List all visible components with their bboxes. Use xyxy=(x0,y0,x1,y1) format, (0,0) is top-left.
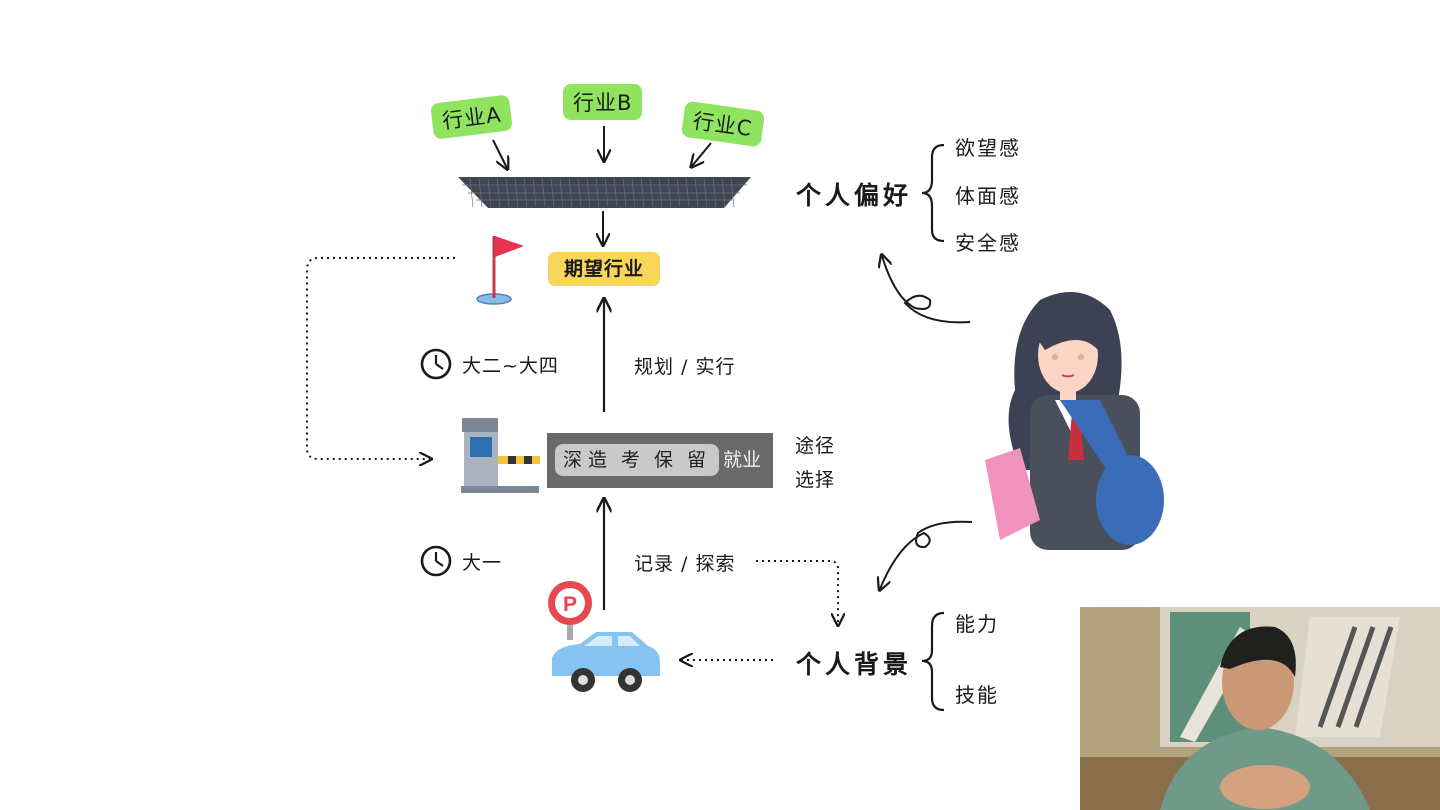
parking-sign-icon: P xyxy=(548,581,592,640)
path-choice-label-line2: 选择 xyxy=(795,469,836,491)
filter-mesh-icon xyxy=(458,177,751,208)
clock-icon xyxy=(420,545,452,577)
arrow-industry-a xyxy=(492,139,507,168)
clock-icon xyxy=(420,348,452,380)
path-options-pill: 深造考保留 xyxy=(555,444,719,476)
brace-preference xyxy=(921,143,945,243)
arrow-industry-c xyxy=(692,142,712,166)
curly-arrow-to-background xyxy=(880,520,973,589)
preference-item: 欲望感 xyxy=(955,136,1021,160)
brace-background xyxy=(921,611,945,712)
record-explore-label: 记录 / 探索 xyxy=(634,553,736,575)
path-options-bar: 深造考保留 就业 xyxy=(547,433,773,488)
path-choice-label-line1: 途径 xyxy=(795,435,836,457)
presenter-video-frame xyxy=(1080,607,1440,810)
dotted-record-to-background xyxy=(756,560,838,624)
preference-item: 安全感 xyxy=(955,231,1021,255)
curly-arrow-to-preference xyxy=(882,256,971,324)
goal-industry-tag: 期望行业 xyxy=(548,252,660,286)
background-item: 能力 xyxy=(955,612,999,636)
background-title: 个人背景 xyxy=(796,650,913,679)
path-option: 考 xyxy=(621,449,647,471)
svg-text:P: P xyxy=(563,593,577,616)
presenter-webcam-video xyxy=(1080,607,1440,810)
path-option: 保 xyxy=(654,449,680,471)
flag-icon xyxy=(476,236,524,305)
timeline-label-lower: 大一 xyxy=(462,552,503,574)
path-end-label: 就业 xyxy=(723,449,762,471)
car-icon xyxy=(552,632,660,692)
dotted-loop-flag-to-gate xyxy=(306,257,455,459)
background-item: 技能 xyxy=(955,683,999,707)
preference-item: 体面感 xyxy=(955,184,1021,208)
student-girl-illustration xyxy=(985,292,1164,550)
plan-execute-label: 规划 / 实行 xyxy=(634,356,736,378)
path-option: 留 xyxy=(687,449,713,471)
path-option: 深造 xyxy=(563,449,614,471)
toll-gate-icon xyxy=(461,418,540,493)
preference-title: 个人偏好 xyxy=(796,181,913,210)
industry-tag-b: 行业B xyxy=(563,84,643,120)
timeline-label-upper: 大二~大四 xyxy=(462,355,559,377)
